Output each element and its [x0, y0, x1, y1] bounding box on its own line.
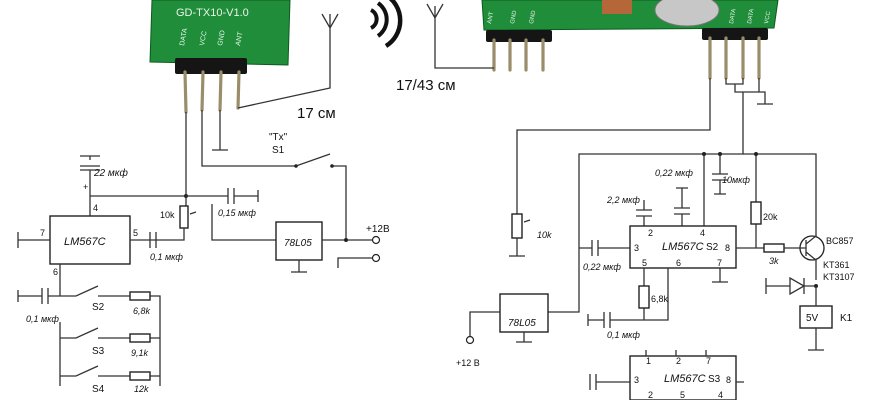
rx-pin-label-data2: DATA: [747, 8, 756, 24]
switch-s1-quote: "Tx": [269, 132, 288, 143]
rx-pin-label-vcc: VCC: [764, 10, 772, 24]
tx-antenna-length: 17 см: [297, 105, 336, 122]
left-ic-pin4: 4: [93, 203, 98, 213]
left-ic-pin7: 7: [40, 228, 45, 238]
resistor-s2-label: 6,8k: [133, 306, 151, 316]
resistor-20k: [750, 201, 762, 225]
switch-s3-label: S3: [92, 346, 105, 357]
right-ic-lm567c-s3: [629, 355, 737, 400]
right-ic-pin5: 5: [642, 258, 647, 268]
right-ic-pin2: 2: [648, 228, 653, 238]
tx-pin-label-ant: ANT: [235, 31, 244, 47]
right-ic-pin6: 6: [676, 258, 681, 268]
right-ic2-pin1: 1: [646, 356, 651, 366]
resistor-s2-6k8: [129, 291, 151, 301]
wireless-signal-icon: [369, 0, 403, 48]
cap-01-right-label: 0,1 мкф: [607, 330, 640, 340]
switch-s2-label: S2: [92, 302, 105, 313]
right-ic2-pin5: 5: [680, 390, 685, 400]
cap-22uf-plus: +: [83, 182, 88, 192]
resistor-3k-label: 3k: [769, 256, 779, 266]
right-pot-label: 10k: [537, 230, 552, 240]
right-ic-pin8: 8: [725, 243, 730, 253]
tx-board-text: GD-TX10-V1.0: [176, 7, 249, 19]
transistor-label: BC857: [826, 236, 854, 246]
resistor-3k: [763, 243, 785, 253]
right-ic-pin4: 4: [700, 228, 705, 238]
tx-pin-label-vcc: VCC: [199, 31, 208, 47]
cap-01-out-label: 0,1 мкф: [150, 252, 183, 262]
tx-pin-label-data: DATA: [179, 27, 189, 46]
right-ic2-pin8: 8: [726, 375, 731, 385]
tx-module: GD-TX10-V1.0 DATA VCC GND ANT: [149, 0, 291, 114]
right-ic-pin3: 3: [634, 243, 639, 253]
relay-label: K1: [840, 313, 853, 324]
right-regulator-label: 78L05: [508, 318, 536, 329]
cap-01-bottom-label: 0,1 мкф: [26, 314, 59, 324]
resistor-s4-12k: [129, 371, 151, 381]
right-ic2-label: LM567C: [664, 373, 706, 385]
rx-circuit: 10k 2,2 мкф 0,22 мкф 10мкф 20k LM567C S2…: [456, 152, 855, 400]
tx-pin-label-gnd: GND: [217, 30, 227, 47]
tx-pin-gnd: [218, 70, 223, 112]
resistor-6k8: [638, 285, 650, 309]
transistor-alt-label: KT361: [823, 260, 850, 270]
transistor-alt2-label: KT3107: [823, 272, 855, 282]
right-ic2-pin2b: 2: [648, 390, 653, 400]
left-ic-pin6: 6: [53, 267, 58, 277]
right-ic2-name: S3: [708, 374, 721, 385]
resistor-20k-label: 20k: [763, 212, 778, 222]
right-regulator-78l05: [499, 293, 549, 333]
left-regulator-78l05: [275, 221, 323, 261]
left-gnd-terminal: [371, 253, 381, 263]
switch-s4-label: S4: [92, 384, 105, 395]
rx-antenna-length: 17/43 см: [396, 77, 456, 94]
right-ic-lm567c-s2: [629, 225, 737, 269]
left-pot-10k: [179, 205, 189, 229]
right-ic-label: LM567C: [662, 241, 704, 253]
rx-pin-label-gnd1: GND: [510, 10, 518, 25]
resistor-s3-9k1: [129, 333, 151, 343]
rx-antenna: 17/43 см: [396, 3, 494, 94]
resistor-s4-label: 12k: [134, 384, 149, 394]
right-ic2-pin2: 2: [676, 356, 681, 366]
left-supply-terminal: [371, 235, 381, 245]
cap-022-left-label: 0,22 мкф: [583, 262, 621, 272]
left-supply-label: +12В: [366, 224, 390, 235]
rx-pin-label-ant: ANT: [487, 11, 495, 24]
right-ic2-pin7: 7: [706, 356, 711, 366]
right-supply-terminal: [465, 335, 475, 345]
tx-antenna: 17 см: [237, 13, 339, 122]
resistor-s3-label: 9,1k: [131, 348, 149, 358]
right-ic2-pin4: 4: [718, 390, 723, 400]
right-ic-pin7: 7: [717, 258, 722, 268]
left-regulator-label: 78L05: [284, 238, 312, 249]
resistor-6k8-label: 6,8k: [651, 294, 669, 304]
left-ic-label: LM567C: [64, 236, 106, 248]
relay-voltage-label: 5V: [806, 313, 819, 324]
right-pot-10k: [511, 213, 523, 239]
cap-022-top-label: 0,22 мкф: [655, 168, 693, 178]
rx-pin-label-gnd2: GND: [529, 10, 537, 25]
right-ic-name: S2: [706, 242, 719, 253]
cap-22uf-right-label: 2,2 мкф: [606, 195, 640, 205]
cap-22uf-label: 22 мкф: [93, 167, 128, 179]
rx-crystal: [654, 0, 720, 27]
rx-pin-label-data1: DATA: [729, 8, 738, 24]
tx-pin-data: [183, 70, 188, 114]
rx-coil: [602, 0, 632, 14]
rx-module: ANT GND GND DATA DATA VCC: [481, 0, 779, 80]
switch-s1-label: S1: [272, 145, 285, 156]
right-supply-label: +12 В: [456, 358, 480, 368]
left-ic-pin5: 5: [133, 228, 138, 238]
tx-pin-ant: [236, 70, 241, 110]
tx-circuit: "Tx" S1 22 мкф + LM567C 7 4 5 6 10k 0,1 …: [17, 110, 390, 395]
cap-10uf-label: 10мкф: [722, 175, 750, 185]
right-ic2-pin3: 3: [634, 375, 639, 385]
cap-015-label: 0,15 мкф: [218, 208, 256, 218]
left-pot-label: 10k: [160, 210, 175, 220]
tx-pin-vcc: [200, 70, 205, 112]
